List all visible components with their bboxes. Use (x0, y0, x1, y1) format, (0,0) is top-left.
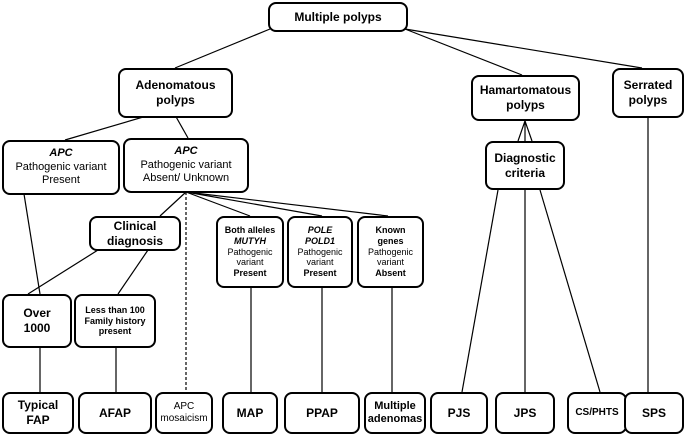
edge-apc-present-over1000 (23, 193, 41, 295)
node-label: Hamartomatous (479, 83, 572, 98)
node-label: AFAP (98, 405, 131, 420)
node-label: SPS (641, 405, 666, 420)
node-label: PPAP (306, 405, 338, 420)
node-apc-absent-unknown: APC Pathogenic variant Absent/ Unknown (123, 138, 249, 193)
node-label: Multiple polyps (294, 9, 382, 24)
node-label: MAP (236, 405, 264, 420)
node-label: variant (306, 257, 334, 268)
node-known-genes: Known genes Pathogenic variant Absent (357, 216, 424, 288)
node-label: Present (42, 174, 80, 187)
node-diagnostic-criteria: Diagnostic criteria (485, 141, 565, 190)
node-label: polyps (156, 93, 195, 107)
edge-root-hamartomatous (404, 28, 523, 76)
edge-root-serrated (404, 28, 643, 69)
node-label: variant (376, 257, 404, 268)
node-label: present (98, 326, 132, 337)
node-multiple-polyps: Multiple polyps (268, 2, 408, 32)
node-multiple-adenomas: Multiple adenomas (364, 392, 426, 434)
node-label: Typical (17, 398, 59, 413)
node-label: Clinical (113, 218, 157, 233)
node-jps: JPS (495, 392, 555, 434)
edge-adenomatous-apc-present (64, 114, 151, 141)
edge-diagnostic-cs-phts (539, 189, 601, 393)
node-label: Absent (375, 268, 406, 279)
node-label: diagnosis (106, 233, 163, 248)
node-apc-present: APC Pathogenic variant Present (2, 140, 120, 195)
node-label: Pathogenic (227, 246, 273, 257)
node-label: Both alleles (224, 224, 276, 235)
node-label: adenomas (367, 413, 423, 425)
node-pole-pold1: POLE POLD1 Pathogenic variant Present (287, 216, 353, 288)
edge-apc-absent-pole (185, 191, 323, 217)
node-label: Diagnostic (494, 150, 556, 165)
node-label: CS/PHTS (575, 406, 619, 418)
node-label: Absent/ Unknown (142, 172, 230, 185)
node-label: Pathogenic (367, 246, 414, 257)
node-label: Less than 100 (85, 304, 145, 315)
node-mutyh: Both alleles MUTYH Pathogenic variant Pr… (216, 216, 284, 288)
node-label: Adenomatous (135, 78, 216, 93)
node-label: Pathogenic variant (140, 158, 232, 171)
edge-diagnostic-pjs (461, 189, 499, 393)
node-typical-fap: Typical FAP (2, 392, 74, 434)
node-label: APC (174, 145, 198, 158)
node-label: Serrated (623, 78, 673, 93)
edge-clinical-lt100 (117, 249, 149, 295)
node-label: APC (49, 147, 73, 160)
node-label: Family history (84, 315, 146, 326)
node-over-1000: Over 1000 (2, 294, 72, 348)
node-adenomatous-polyps: Adenomatous polyps (118, 68, 233, 118)
node-label: polyps (506, 98, 545, 112)
node-label: Multiple (374, 399, 416, 412)
node-label: PJS (447, 405, 471, 420)
node-ppap: PPAP (284, 392, 360, 434)
edge-hamartomatous-diagnostic-c (524, 120, 533, 142)
node-label: JPS (513, 405, 537, 420)
edge-apc-absent-known (185, 191, 389, 217)
node-cs-phts: CS/PHTS (567, 392, 627, 434)
node-pjs: PJS (430, 392, 488, 434)
node-label: Pathogenic variant (15, 160, 107, 173)
edge-adenomatous-apc-absent (174, 114, 189, 139)
node-clinical-diagnosis: Clinical diagnosis (89, 216, 181, 251)
node-label: Over (23, 306, 51, 321)
node-label: Pathogenic (297, 246, 343, 257)
node-sps: SPS (624, 392, 684, 434)
edge-clinical-over1000 (27, 249, 99, 295)
node-apc-mosaicism: APC mosaicism (155, 392, 213, 434)
node-label: POLE (307, 224, 333, 235)
edge-apc-absent-clinical (159, 191, 187, 217)
node-label: polyps (628, 93, 668, 107)
node-label: criteria (504, 165, 546, 180)
node-label: FAP (26, 413, 50, 427)
node-label: Known (375, 224, 406, 235)
node-label: genes (377, 235, 404, 246)
node-hamartomatous-polyps: Hamartomatous polyps (471, 75, 580, 121)
node-label: POLD1 (304, 235, 335, 246)
node-label: Present (233, 268, 267, 279)
node-map: MAP (222, 392, 278, 434)
edge-root-adenomatous (174, 28, 271, 69)
edge-hamartomatous-diagnostic-a (517, 120, 526, 142)
node-label: 1000 (23, 321, 51, 335)
node-label: APC (173, 400, 195, 412)
edge-apc-absent-mutyh (185, 191, 251, 217)
node-label: Present (303, 268, 337, 279)
node-label: MUTYH (234, 235, 266, 246)
node-label: variant (236, 257, 264, 268)
node-serrated-polyps: Serrated polyps (612, 68, 684, 118)
node-afap: AFAP (78, 392, 152, 434)
node-less-than-100: Less than 100 Family history present (74, 294, 156, 348)
node-label: mosaicism (160, 413, 208, 424)
